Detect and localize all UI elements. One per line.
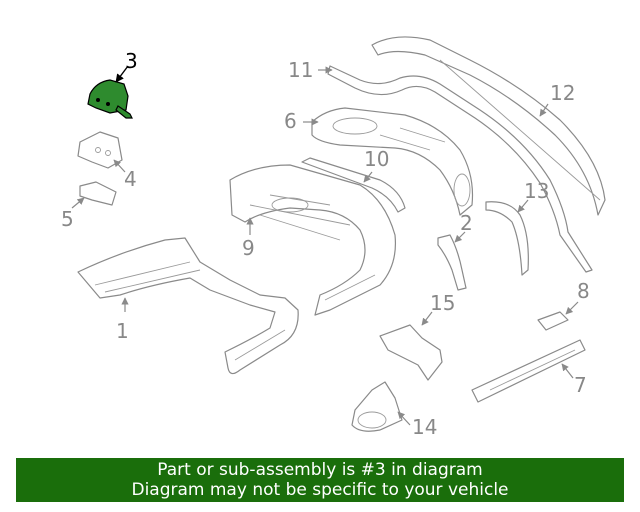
part-7-lower-strip bbox=[471, 339, 586, 403]
callout-11: 11 bbox=[288, 58, 313, 82]
callout-8: 8 bbox=[577, 279, 590, 303]
leader-4 bbox=[113, 159, 126, 173]
callout-9: 9 bbox=[242, 236, 255, 260]
part-9-bumper-cover bbox=[229, 164, 397, 316]
leader-12 bbox=[539, 103, 549, 117]
info-banner: Part or sub-assembly is #3 in diagram Di… bbox=[16, 458, 624, 502]
part-12-upper-trim-strip bbox=[371, 36, 606, 216]
callout-13: 13 bbox=[524, 179, 549, 203]
banner-line-1: Part or sub-assembly is #3 in diagram bbox=[157, 460, 483, 480]
part-2-bracket bbox=[437, 234, 467, 291]
part-11-molding-strip bbox=[327, 65, 593, 273]
leader-8 bbox=[565, 301, 579, 315]
callout-1: 1 bbox=[116, 319, 129, 343]
banner-line-2: Diagram may not be specific to your vehi… bbox=[131, 480, 509, 500]
callout-7: 7 bbox=[574, 373, 587, 397]
part-4-mount-bracket bbox=[77, 131, 123, 169]
part-10-trim-bar bbox=[301, 157, 406, 213]
part-6-diffuser-panel bbox=[311, 107, 474, 216]
callout-15: 15 bbox=[430, 291, 455, 315]
part-1-bumper-carrier bbox=[77, 237, 299, 375]
callout-14: 14 bbox=[412, 415, 437, 439]
leader-3 bbox=[115, 65, 129, 83]
part-5-small-block bbox=[79, 181, 117, 206]
callout-6: 6 bbox=[284, 109, 297, 133]
part-15-bracket bbox=[379, 324, 443, 381]
leader-2 bbox=[454, 231, 466, 243]
part-8-clip bbox=[537, 311, 569, 331]
leader-15 bbox=[421, 311, 433, 326]
part-13-curved-bracket bbox=[485, 201, 529, 276]
parts-diagram: 1 2 3 4 5 6 7 8 9 10 11 12 13 14 15 bbox=[61, 36, 606, 439]
callout-2: 2 bbox=[460, 211, 473, 235]
part-3-highlighted-component bbox=[87, 79, 133, 119]
callout-10: 10 bbox=[364, 147, 389, 171]
callout-3: 3 bbox=[125, 49, 138, 73]
leader-14 bbox=[397, 411, 411, 426]
leader-13 bbox=[517, 199, 529, 213]
callout-4: 4 bbox=[124, 167, 137, 191]
part-14-exhaust-tip bbox=[351, 381, 403, 432]
leader-10 bbox=[363, 171, 373, 183]
callout-5: 5 bbox=[61, 207, 74, 231]
leader-5 bbox=[71, 197, 85, 209]
callout-12: 12 bbox=[550, 81, 575, 105]
leader-7 bbox=[561, 363, 574, 379]
